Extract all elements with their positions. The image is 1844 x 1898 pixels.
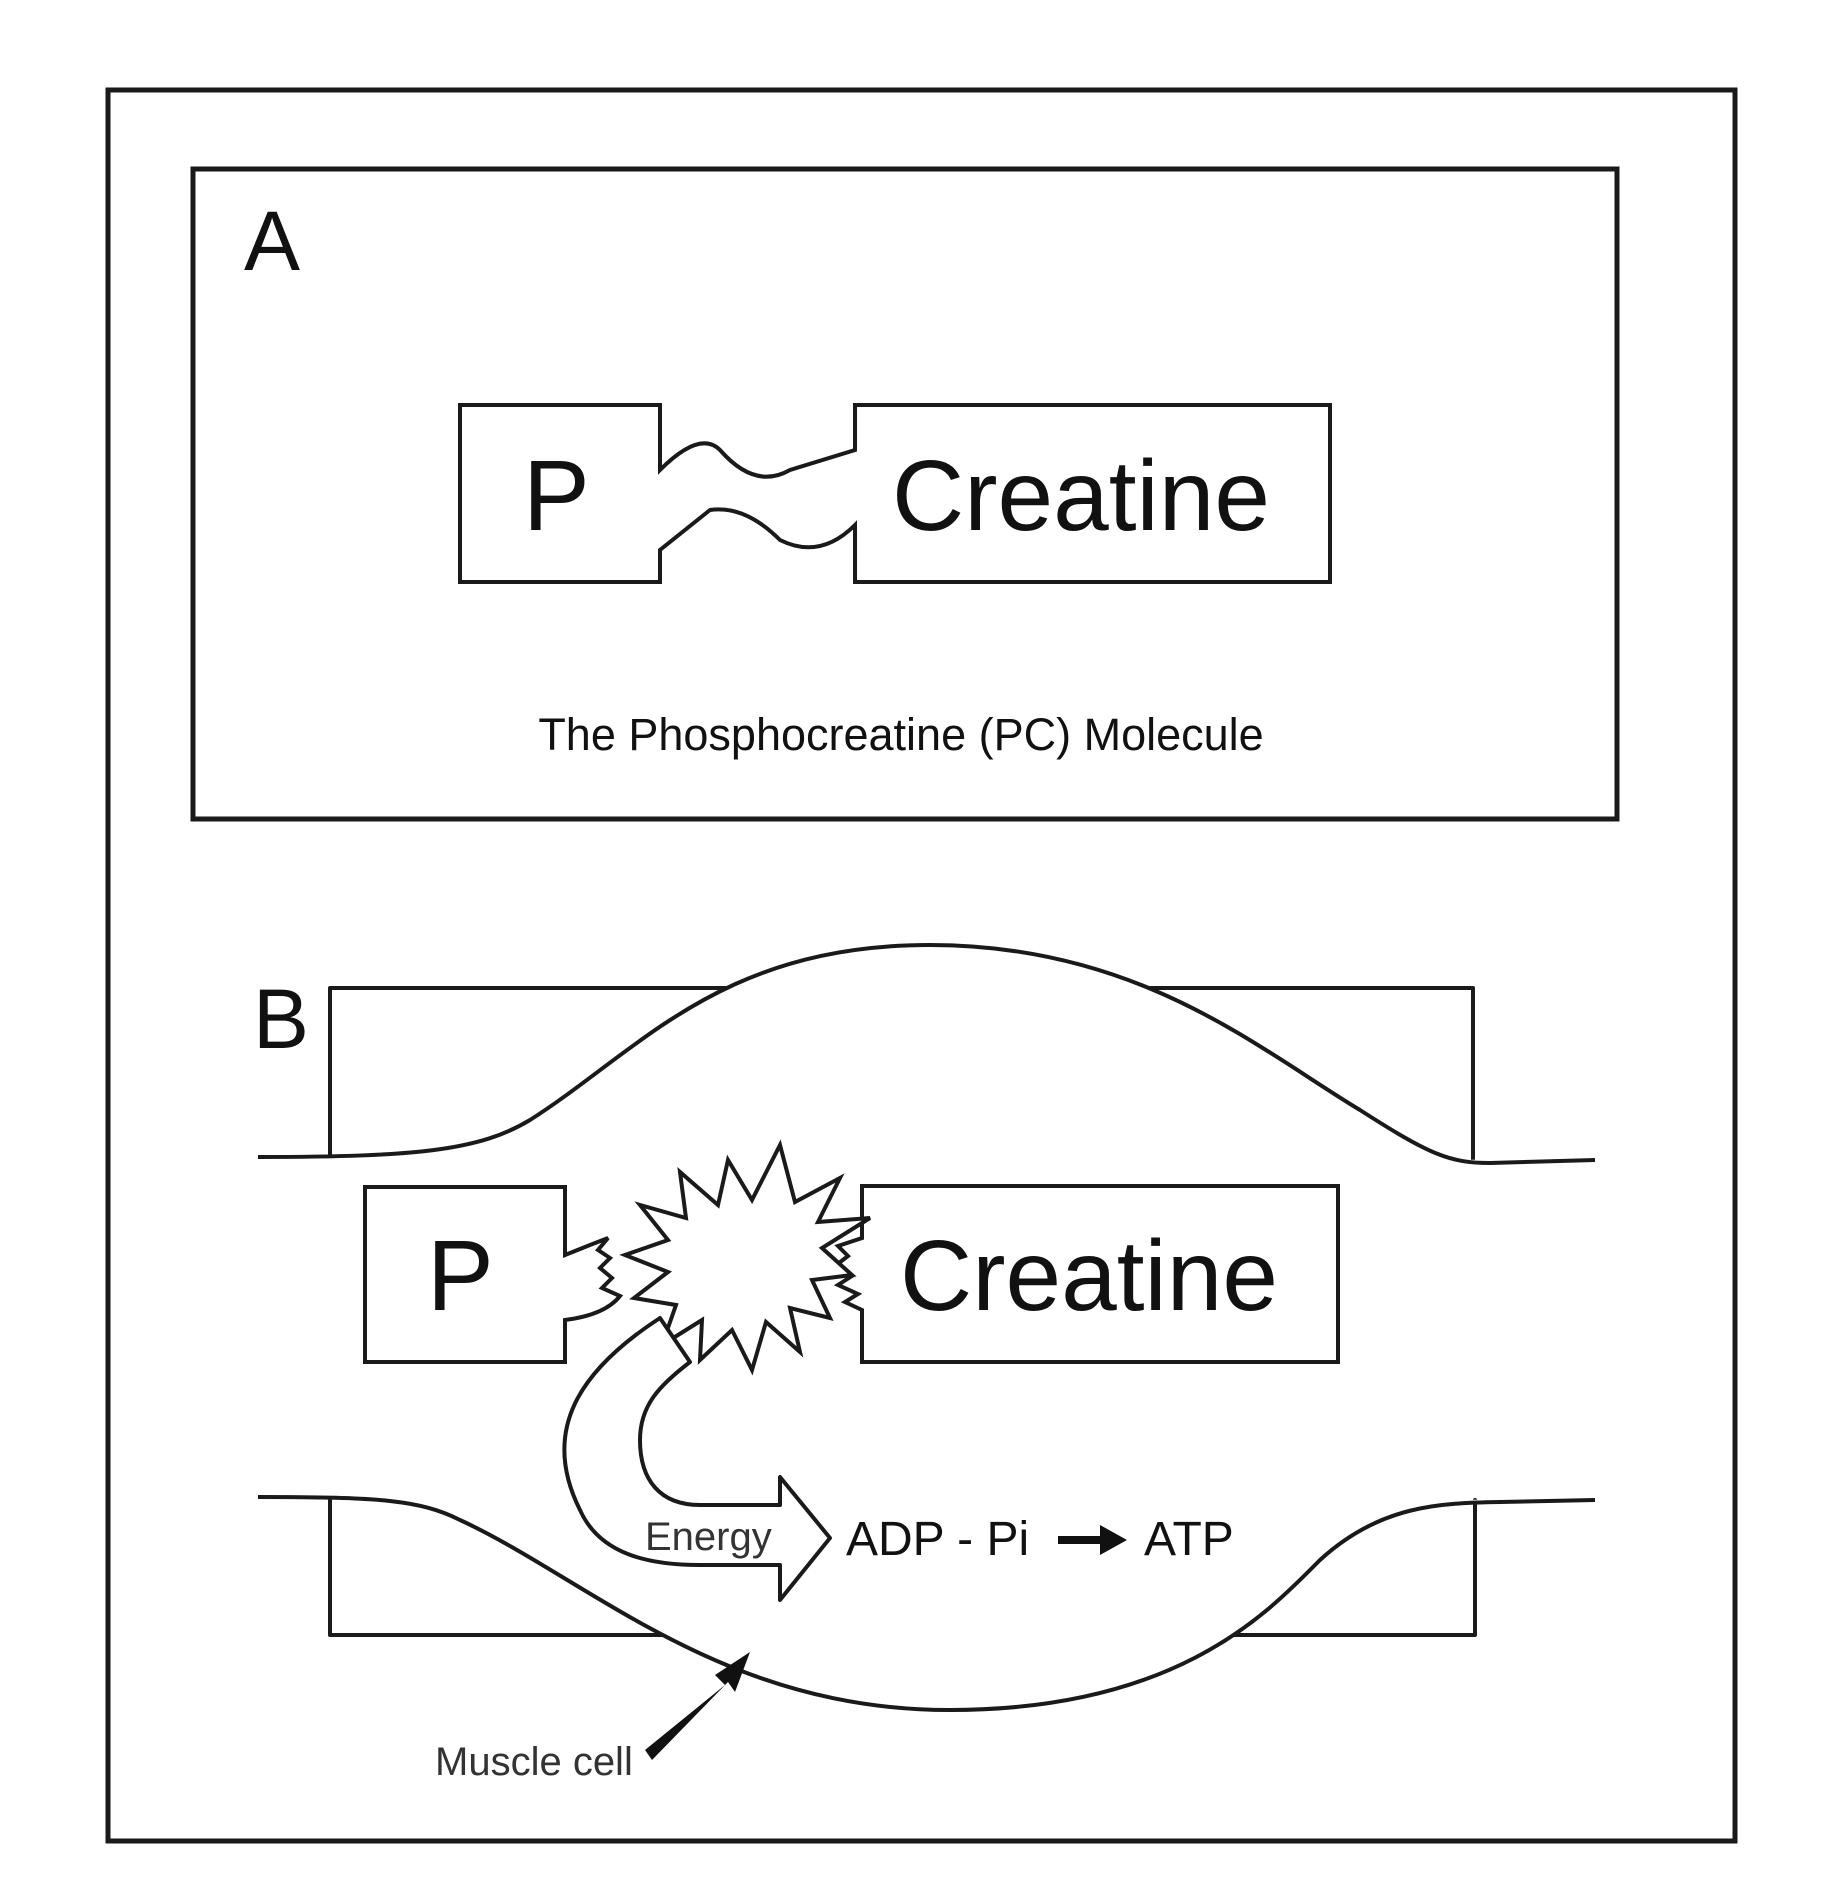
muscle-cell-pointer-arrow	[645, 1652, 750, 1760]
free-creatine-label: Creatine	[900, 1220, 1278, 1332]
phosphate-group-shape	[458, 403, 1332, 584]
free-creatine-shape	[831, 1184, 1340, 1364]
creatine-label: Creatine	[892, 440, 1270, 552]
molecule-caption: The Phosphocreatine (PC) Molecule	[538, 709, 1263, 760]
outer-frame	[105, 87, 1738, 1844]
panel-a-frame	[190, 166, 1620, 822]
reaction-product: ATP	[1144, 1513, 1234, 1566]
panel-a-label: A	[244, 194, 300, 288]
reaction-reactants: ADP - Pi	[846, 1513, 1029, 1566]
energy-arrow	[562, 1316, 832, 1602]
muscle-cell-label: Muscle cell	[435, 1740, 633, 1784]
reaction-arrow	[1058, 1525, 1127, 1555]
free-phosphate-shape	[363, 1185, 624, 1364]
panel-b: B P Creatine Energy ADP - Pi ATP Muscle …	[253, 942, 1596, 1784]
panel-b-label: B	[253, 972, 309, 1066]
panel-a: A P Creatine The Phosphocreatine (PC) Mo…	[190, 166, 1620, 822]
muscle-cell-upper-membrane	[257, 942, 1596, 1166]
free-phosphate-label: P	[427, 1220, 494, 1332]
phosphocreatine-molecule: P Creatine	[458, 403, 1332, 584]
muscle-cell-lower-membrane	[257, 1495, 1596, 1713]
energy-burst-icon	[619, 1139, 872, 1376]
energy-label: Energy	[645, 1515, 772, 1559]
phosphate-label: P	[523, 440, 590, 552]
